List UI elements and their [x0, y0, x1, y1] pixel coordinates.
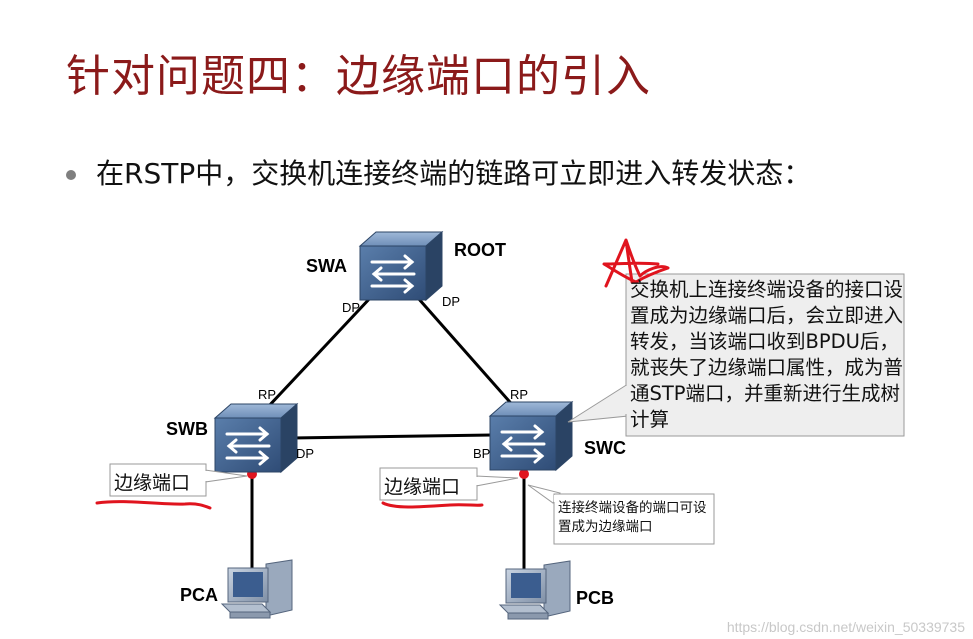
port-role-swb-right: DP	[296, 446, 314, 461]
red-underline-swc	[381, 501, 484, 509]
switch-icon-swb	[213, 402, 299, 474]
pc-icon-pca	[221, 559, 293, 619]
label-swb: SWB	[166, 419, 208, 439]
port-role-swc-left: BP	[473, 446, 490, 461]
switch-icon-swa	[358, 230, 444, 302]
edge-port-label-swb: 边缘端口	[114, 472, 191, 494]
hand-drawn-star-icon	[602, 238, 670, 288]
watermark: https://blog.csdn.net/weixin_50339735	[726, 619, 965, 635]
edge-port-label-swc: 边缘端口	[384, 476, 461, 498]
link-swb-swc	[291, 433, 493, 440]
label-root: ROOT	[454, 240, 506, 260]
port-role-swc-top: RP	[510, 387, 528, 402]
port-role-swb-top: RP	[258, 387, 276, 402]
edge-port-dot-swc	[519, 469, 529, 479]
port-role-swa-left: DP	[342, 300, 360, 315]
label-swc: SWC	[584, 438, 626, 458]
bullet-dot	[66, 170, 76, 180]
note-box	[527, 484, 715, 545]
page-title: 针对问题四：边缘端口的引入	[66, 51, 651, 102]
red-underline-swb	[95, 500, 212, 510]
switch-icon-swc	[488, 400, 574, 472]
edge-label-box-swb	[109, 463, 248, 497]
callout-box	[567, 273, 905, 437]
bullet-text: 在RSTP中，交换机连接终端的链路可立即进入转发状态：	[96, 157, 812, 190]
link-swa-swc	[416, 297, 526, 419]
pc-icon-pcb	[499, 560, 571, 620]
link-swa-swb	[250, 294, 374, 426]
label-swa: SWA	[306, 256, 347, 276]
label-pca: PCA	[180, 585, 218, 605]
callout-text: 交换机上连接终端设备的接口设置成为边缘端口后，会立即进入转发，当该端口收到BPD…	[630, 278, 904, 431]
port-role-swa-right: DP	[442, 294, 460, 309]
note-text: 连接终端设备的端口可设置成为边缘端口	[558, 500, 707, 535]
edge-label-box-swc	[379, 467, 519, 501]
label-pcb: PCB	[576, 588, 614, 608]
